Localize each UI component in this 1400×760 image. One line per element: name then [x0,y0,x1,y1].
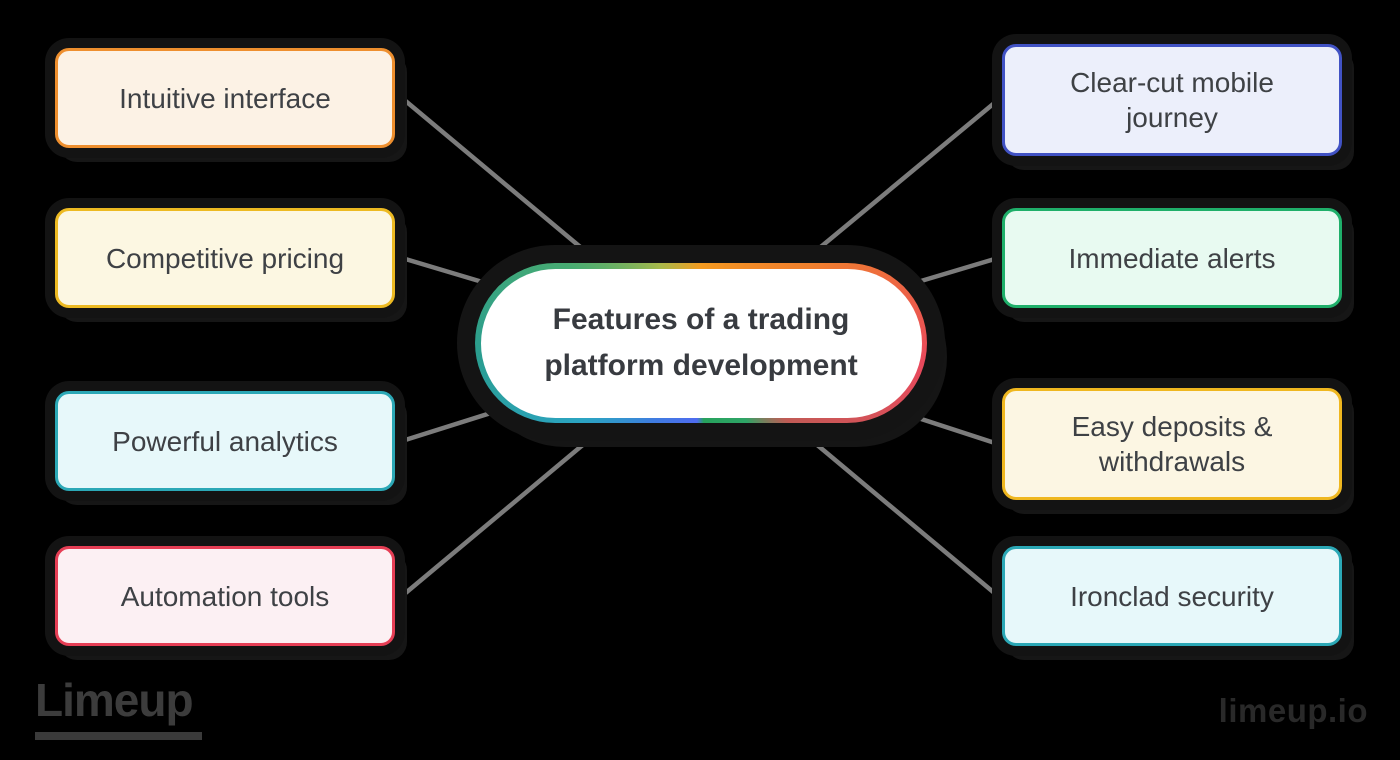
logo: Limeup [35,676,202,740]
feature-label: Automation tools [120,580,330,612]
logo-underline-bar [35,732,202,740]
central-topic-pill: Features of a trading platform developme… [475,263,927,423]
feature-label: Immediate alerts [1068,242,1276,274]
feature-box-ironclad-security: Ironclad security [1002,546,1342,646]
feature-box-immediate-alerts: Immediate alerts [1002,208,1342,308]
watermark-text: limeup.io [1218,692,1368,729]
feature-label: Intuitive interface [119,82,331,114]
feature-label: Competitive pricing [105,242,345,274]
feature-box-easy-deposits-withdrawals: Easy deposits & withdrawals [1002,388,1342,500]
feature-label: Easy deposits & withdrawals [1071,411,1273,477]
feature-box-powerful-analytics: Powerful analytics [55,391,395,491]
feature-label: Ironclad security [1070,580,1274,612]
feature-box-automation-tools: Automation tools [55,546,395,646]
feature-box-competitive-pricing: Competitive pricing [55,208,395,308]
feature-label: Clear-cut mobile journey [1070,67,1274,133]
central-topic-pill-inner: Features of a trading platform developme… [480,268,922,418]
logo-wordmark: Limeup [35,674,194,726]
feature-box-clear-cut-mobile-journey: Clear-cut mobile journey [1002,44,1342,156]
feature-box-intuitive-interface: Intuitive interface [55,48,395,148]
feature-label: Powerful analytics [112,425,338,457]
diagram-title: Features of a trading platform developme… [544,303,858,382]
